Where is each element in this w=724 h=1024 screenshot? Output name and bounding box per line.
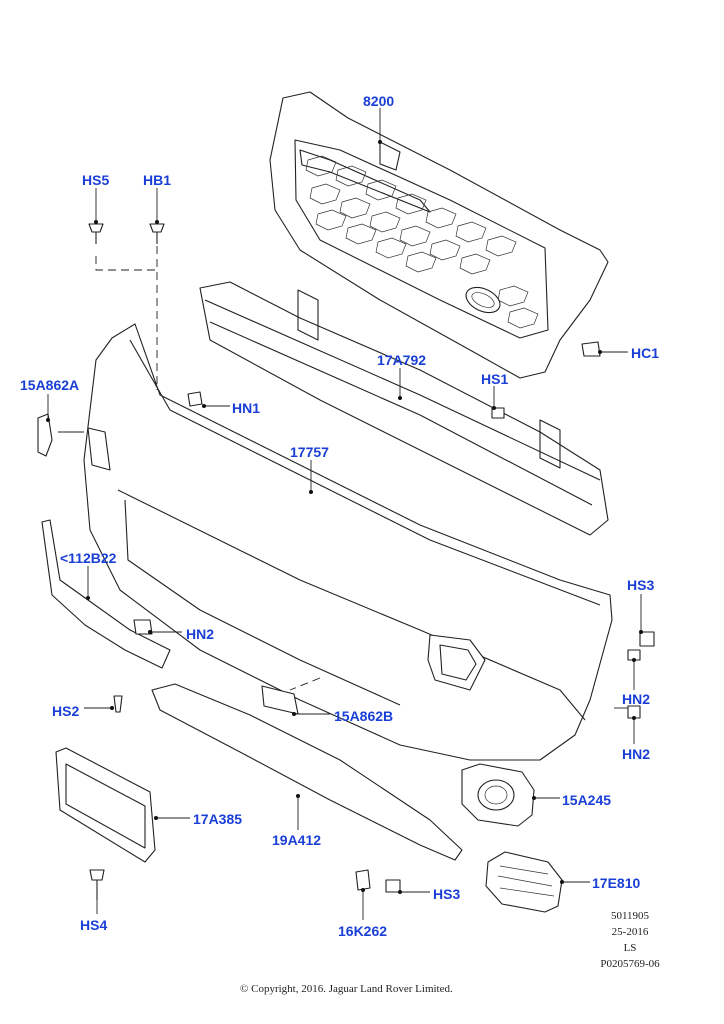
callout-19a412: 19A412 [272, 832, 322, 848]
license-plate-bracket [55, 747, 156, 863]
callout-17e810: 17E810 [592, 875, 641, 891]
drawing-meta: 5011905 25-2016 LS P0205769-06 [590, 910, 670, 970]
copyright-notice: © Copyright, 2016. Jaguar Land Rover Lim… [240, 983, 453, 995]
callout-hs2: HS2 [52, 703, 80, 719]
callout-15a862b: 15A862B [334, 708, 394, 724]
lower-grille [151, 683, 463, 861]
callout-hn1: HN1 [232, 400, 261, 416]
meta-line-2: 25-2016 [611, 926, 649, 938]
callout-hs3-right: HS3 [627, 577, 655, 593]
callout-17757: 17757 [290, 444, 329, 460]
callout-17a792: 17A792 [377, 352, 427, 368]
callout-15a245: 15A245 [562, 792, 612, 808]
callout-8200: 8200 [363, 93, 395, 109]
bumper-beam [199, 281, 609, 536]
fasteners [88, 223, 655, 900]
meta-line-3: LS [623, 942, 637, 954]
callout-hb1: HB1 [143, 172, 172, 188]
callout-hs4: HS4 [80, 917, 108, 933]
callout-17a385: 17A385 [193, 811, 243, 827]
callout-16k262: 16K262 [338, 923, 388, 939]
callout-hs3-bottom: HS3 [433, 886, 461, 902]
fog-lamp-bezel [461, 763, 535, 827]
callout-hc1: HC1 [631, 345, 660, 361]
side-vent [485, 851, 563, 913]
bracket-15a862a [37, 413, 53, 457]
callout-hn2-right-b: HN2 [622, 746, 651, 762]
meta-line-4: P0205769-06 [600, 958, 660, 970]
leader-lines [46, 108, 643, 920]
callout-hn2-right-a: HN2 [622, 691, 651, 707]
lower-trim-left [41, 519, 171, 669]
callout-15a862a: 15A862A [20, 377, 80, 393]
radiator-grille [269, 91, 609, 379]
meta-line-1: 5011905 [610, 910, 650, 922]
callout-112b22: <112B22 [60, 550, 117, 566]
callout-hn2-left: HN2 [186, 626, 215, 642]
bumper-cover [83, 323, 613, 761]
callout-hs1: HS1 [481, 371, 509, 387]
callout-hs5: HS5 [82, 172, 110, 188]
